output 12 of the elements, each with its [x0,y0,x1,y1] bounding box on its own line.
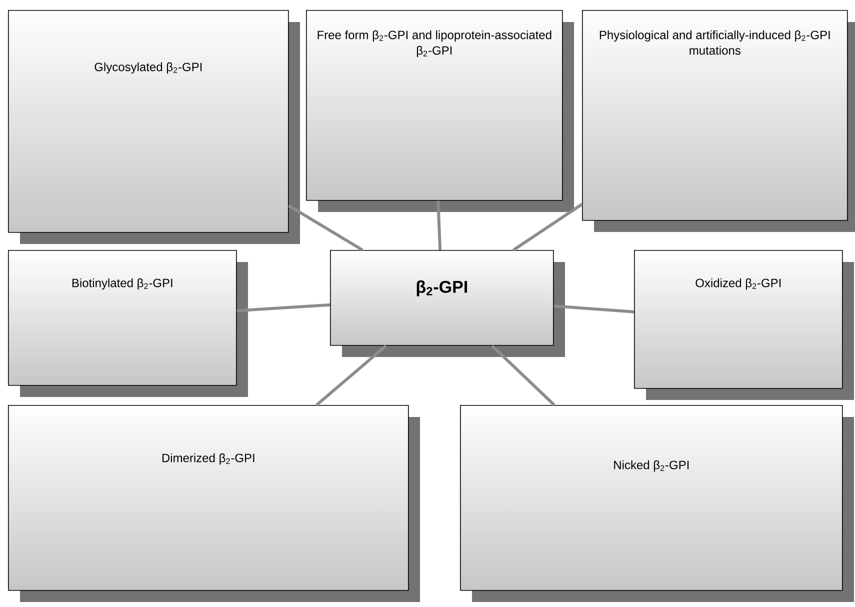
topic-box: Biotinylated β$_{2}$-GPI [8,250,248,397]
connector-line [436,200,442,250]
topic-box: Free form β$_{2}$-GPI and lipoprotein-associated β$_{2}$-GPI [306,10,574,212]
topic-box: Physiological and artificially-induced β$_{2}$-GPI mutations [582,10,855,232]
topic-box: Dimerized β$_{2}$-GPI [8,405,420,602]
topic-box: Oxidized β$_{2}$-GPI [634,250,854,400]
topic-box: Glycosylated β$_{2}$-GPI [8,10,300,244]
topic-box: Nicked β$_{2}$-GPI [460,405,854,602]
center-box: β$_{2}$-GPI [330,250,565,357]
connector-line [554,304,634,314]
connector-line [288,204,364,252]
connector-line [236,303,330,312]
